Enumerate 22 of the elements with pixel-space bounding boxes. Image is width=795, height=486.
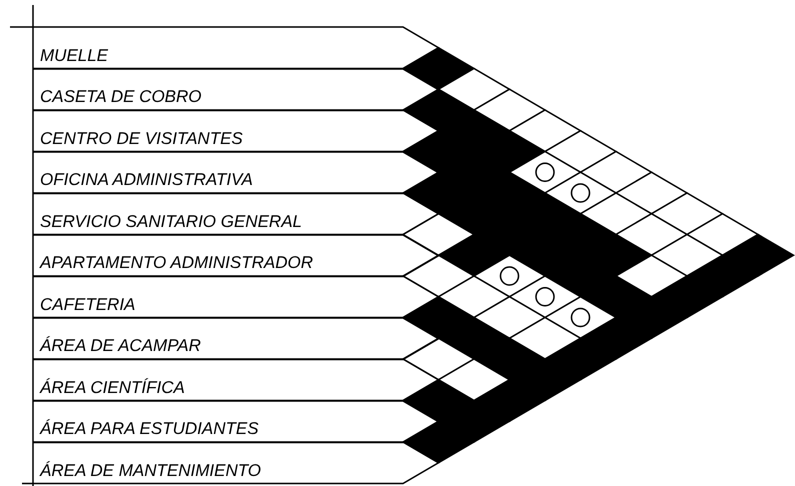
row-label-box bbox=[33, 359, 438, 400]
row-label: ÁREA PARA ESTUDIANTES bbox=[40, 419, 259, 439]
row-label-box bbox=[33, 318, 438, 359]
row-label-box bbox=[33, 110, 438, 152]
row-label-box bbox=[33, 68, 438, 110]
row-label-box bbox=[33, 400, 438, 442]
row-label: CAFETERIA bbox=[40, 294, 136, 314]
row-label-box bbox=[33, 442, 438, 484]
row-label: ÁREA DE ACAMPAR bbox=[40, 336, 201, 356]
row-label-box bbox=[33, 276, 438, 318]
row-label-box bbox=[33, 234, 438, 276]
row-label: CENTRO DE VISITANTES bbox=[40, 128, 243, 148]
row-label: MUELLE bbox=[40, 46, 108, 66]
row-label: SERVICIO SANITARIO GENERAL bbox=[40, 212, 302, 232]
row-label-box bbox=[33, 27, 438, 68]
row-label-box bbox=[33, 152, 438, 193]
row-label: ÁREA CIENTÍFICA bbox=[40, 378, 185, 398]
row-label-box bbox=[33, 193, 438, 234]
row-label: APARTAMENTO ADMINISTRADOR bbox=[40, 253, 313, 273]
row-label: ÁREA DE MANTENIMIENTO bbox=[40, 460, 262, 480]
row-label: CASETA DE COBRO bbox=[40, 87, 202, 107]
row-label: OFICINA ADMINISTRATIVA bbox=[40, 170, 253, 190]
